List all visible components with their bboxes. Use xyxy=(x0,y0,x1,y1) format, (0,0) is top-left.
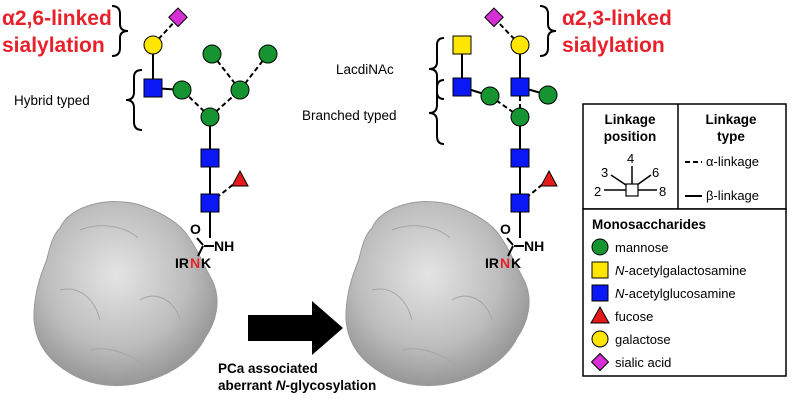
mono-item-glcnac: N-acetylglucosamine xyxy=(591,284,736,302)
right-mannose-core xyxy=(510,107,530,127)
right-amide-co-bond xyxy=(506,237,514,246)
right-glcnac-1 xyxy=(510,193,530,213)
left-mannose-branch-right xyxy=(230,80,250,100)
right-amide-nh: NH xyxy=(524,238,544,254)
mannose-icon xyxy=(591,238,609,256)
arrow-caption-line1: PCa associated xyxy=(218,361,318,376)
right-link-man-man-left xyxy=(489,95,521,118)
linkage-box xyxy=(582,103,787,210)
galnac-icon xyxy=(591,261,609,279)
right-galnac xyxy=(452,35,472,55)
branched-brace xyxy=(428,79,445,145)
sialic-acid-icon xyxy=(590,352,610,372)
linkage-pos-3: 3 xyxy=(601,165,608,180)
right-peptide-post: K xyxy=(511,255,521,271)
lacdinac-label: LacdiNAc xyxy=(336,62,394,77)
left-sialic-acid xyxy=(168,7,188,28)
left-amide-o: O xyxy=(190,221,201,237)
right-sialic-acid xyxy=(484,7,504,28)
linkage-type-header-1: Linkage xyxy=(705,112,757,127)
left-amide-co-bond xyxy=(196,237,204,246)
right-glcnac-lacdinac xyxy=(452,77,472,97)
arrow-caption-line2: aberrant N-glycosylation xyxy=(218,378,376,393)
right-protein-surface xyxy=(345,201,530,387)
glcnac-icon xyxy=(591,284,609,302)
monosaccharides-box xyxy=(582,208,787,377)
mono-item-galnac: N-acetylgalactosamine xyxy=(591,261,747,279)
mono-item-fucose: fucose xyxy=(590,305,653,324)
left-amide-cn-bond xyxy=(197,245,204,257)
right-title-line1: α2,3-linked xyxy=(562,7,672,30)
linkage-pos-4: 4 xyxy=(627,151,634,166)
sialic-acid-label: sialic acid xyxy=(615,355,671,370)
right-galactose xyxy=(510,35,530,55)
linkage-position-diagram: 2 3 4 6 8 xyxy=(594,151,666,199)
right-title-line2: sialylation xyxy=(562,34,665,57)
left-amide-nh: NH xyxy=(214,238,234,254)
right-peptide-site: N xyxy=(500,255,510,271)
right-protein-texture xyxy=(371,225,493,366)
left-fucose xyxy=(231,169,249,187)
left-mannose-top-right xyxy=(258,44,278,64)
mono-item-galactose: galactose xyxy=(591,330,671,348)
legend: Linkage position Linkage type 2 3 4 6 8 … xyxy=(582,103,787,377)
right-glcnac-branch xyxy=(510,77,530,97)
galactose-icon xyxy=(591,330,609,348)
monosaccharides-header: Monosaccharides xyxy=(592,217,706,232)
left-title-line1: α2,6-linked xyxy=(2,7,112,30)
left-glcnac-2 xyxy=(200,148,220,168)
right-link-gal-sialic xyxy=(493,17,521,46)
left-peptide-pre: IR xyxy=(175,255,189,271)
arrow-shape xyxy=(248,301,343,355)
left-glcnac-1 xyxy=(200,193,220,213)
left-mannose-top-left xyxy=(202,44,222,64)
left-title-line2: sialylation xyxy=(2,34,105,57)
alpha-linkage-label: α-linkage xyxy=(706,154,759,169)
linkage-position-header-1: Linkage xyxy=(604,112,656,127)
glcnac-label: N-acetylglucosamine xyxy=(615,286,736,301)
left-sialylation-brace xyxy=(111,5,129,57)
mono-item-sialic: sialic acid xyxy=(590,352,671,372)
right-link-fucose xyxy=(519,178,550,204)
linkage-pos-2: 2 xyxy=(594,184,601,199)
linkage-center-square xyxy=(625,183,639,197)
left-protein-texture xyxy=(59,225,181,366)
right-peptide-pre: IR xyxy=(485,255,499,271)
left-peptide-post: K xyxy=(201,255,211,271)
fucose-label: fucose xyxy=(615,309,653,324)
right-glcnac-2 xyxy=(510,148,530,168)
left-glcnac-antenna xyxy=(143,78,163,98)
right-panel: IR N K O NH α2,3-linked sialylation xyxy=(302,5,672,387)
linkage-type-header-2: type xyxy=(717,129,745,144)
linkage-pos-6: 6 xyxy=(652,165,659,180)
right-amide-o: O xyxy=(500,221,511,237)
left-mannose-branch-left xyxy=(172,80,192,100)
left-link-gal-sialic xyxy=(152,17,179,46)
left-panel: α2,6-linked sialylation IR N K O NH xyxy=(2,5,278,387)
galactose-label: galactose xyxy=(615,332,671,347)
branched-label: Branched typed xyxy=(302,108,397,123)
right-mannose-branch-right xyxy=(538,85,558,105)
beta-linkage-label: β-linkage xyxy=(706,188,759,203)
hybrid-label: Hybrid typed xyxy=(14,93,90,108)
transition-arrow: PCa associated aberrant N-glycosylation xyxy=(218,301,376,393)
mannose-label: mannose xyxy=(615,240,668,255)
left-peptide-site: N xyxy=(190,255,200,271)
right-amide-cn-bond xyxy=(507,245,514,257)
fucose-icon xyxy=(590,305,610,324)
right-mannose-branch-left xyxy=(480,86,500,106)
mono-item-mannose: mannose xyxy=(591,238,668,256)
hybrid-brace xyxy=(125,69,143,131)
left-protein-surface xyxy=(33,201,218,387)
left-mannose-core xyxy=(200,107,220,127)
left-galactose xyxy=(143,35,163,55)
right-sialylation-brace xyxy=(539,5,557,57)
galnac-label: N-acetylgalactosamine xyxy=(615,263,747,278)
right-fucose xyxy=(540,169,558,187)
linkage-position-header-2: position xyxy=(604,129,657,144)
linkage-pos-8: 8 xyxy=(659,184,666,199)
